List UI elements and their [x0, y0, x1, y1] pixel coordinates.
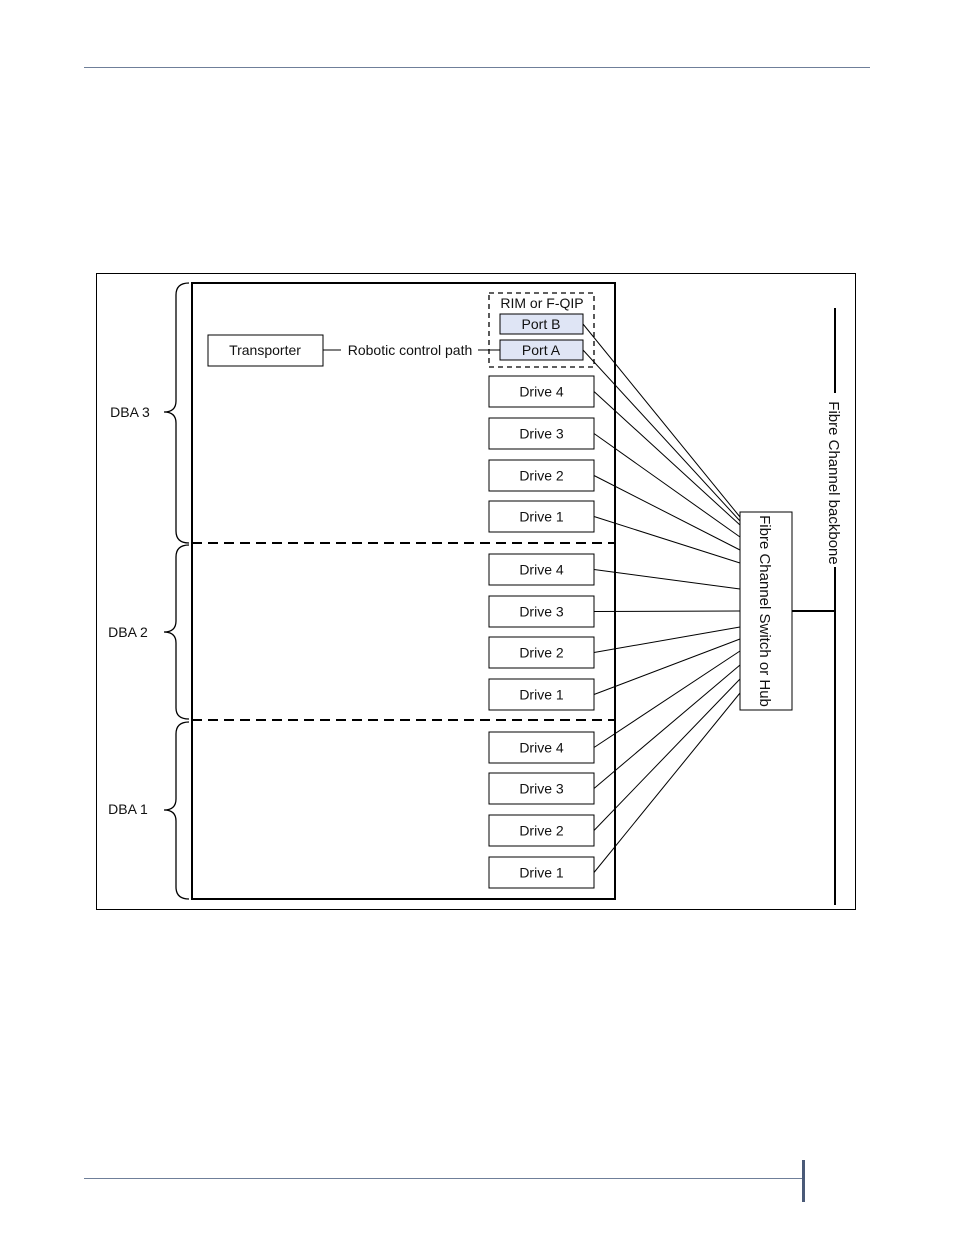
port-a-connection-line	[583, 350, 740, 521]
drive-label: Drive 3	[519, 604, 564, 620]
library-cabinet	[192, 283, 615, 899]
library-fibre-diagram: DBA 3 DBA 2 DBA 1 RIM or F-QIP Port B Po…	[96, 273, 857, 911]
dba2-label: DBA 2	[108, 624, 148, 640]
drive-connection-line	[594, 611, 740, 612]
port-b-connection-line	[583, 324, 740, 517]
rim-fqip-label: RIM or F-QIP	[500, 295, 583, 311]
drive-label: Drive 1	[519, 687, 564, 703]
fibre-channel-switch-label: Fibre Channel Switch or Hub	[756, 515, 773, 707]
drive-label: Drive 3	[519, 781, 564, 797]
drive-label: Drive 1	[519, 509, 564, 525]
drive-label: Drive 3	[519, 426, 564, 442]
dba3-brace	[164, 283, 189, 543]
drive-label: Drive 4	[519, 384, 564, 400]
footer-tab-marker	[802, 1160, 805, 1202]
drive-label: Drive 4	[519, 740, 564, 756]
header-rule	[84, 67, 870, 68]
dba3-label: DBA 3	[110, 404, 150, 420]
drive-boxes: Drive 4 Drive 3 Drive 2 Drive 1 Drive 4 Drive…	[489, 376, 594, 888]
fibre-channel-backbone-label: Fibre Channel backbone	[825, 401, 842, 564]
drive-label: Drive 2	[519, 645, 564, 661]
drive-label: Drive 4	[519, 562, 564, 578]
drive-label: Drive 2	[519, 468, 564, 484]
dba1-brace	[164, 722, 189, 899]
robotic-control-path-label: Robotic control path	[348, 342, 473, 358]
fibre-connection-lines	[583, 324, 740, 873]
dba1-label: DBA 1	[108, 801, 148, 817]
port-a-label: Port A	[522, 342, 561, 358]
footer-rule	[84, 1178, 802, 1179]
port-b-label: Port B	[522, 316, 561, 332]
dba2-brace	[164, 545, 189, 719]
drive-label: Drive 1	[519, 865, 564, 881]
transporter-label: Transporter	[229, 342, 301, 358]
drive-label: Drive 2	[519, 823, 564, 839]
